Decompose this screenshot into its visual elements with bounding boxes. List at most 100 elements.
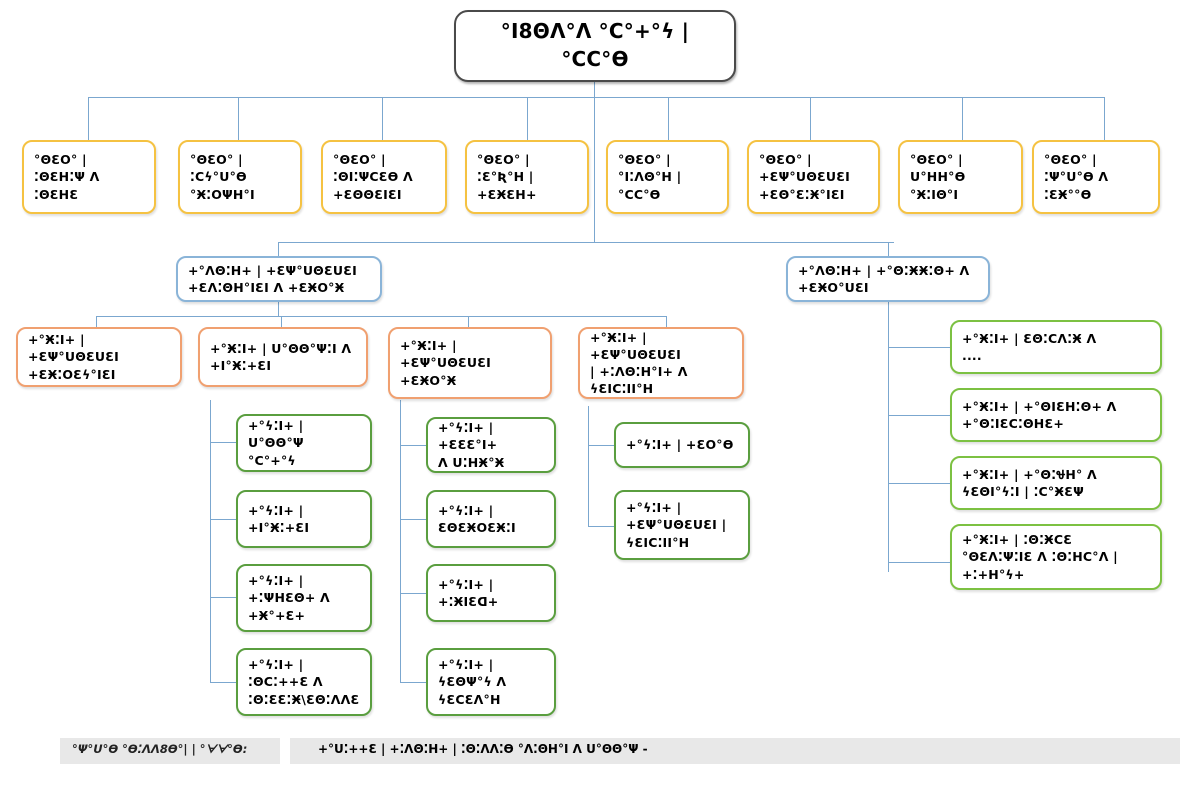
right-branch-node-1-label: +°Ӿ⁚I+ | ƐΘ⁚CΛ⁚Ӿ Λ .... [962,330,1097,363]
connector-level2-stem [594,97,595,242]
right-branch-node-4-label: +°Ӿ⁚I+ | ⁚Θ⁚ӾCƐ °ΘƐΛ⁚Ψ⁚IƐ Λ ⁚Θ⁚ΗC°Λ | +⁚… [962,532,1118,582]
level3-node-1-label: +°Ӿ⁚I+ | +ƐΨ°UΘƐUƐI +ƐӾ⁚ΟƐϟ°IƐI [28,332,120,382]
root-node[interactable]: °I8ΘΛ°Λ °C°+°ϟ | °CC°Ө [454,10,736,82]
connector-col2-rung-2 [400,519,426,520]
level4-col1-node-3[interactable]: +°ϟ⁚I+ | +⁚ΨΗƐΘ+ Λ +Ӿ°+Ɛ+ [236,564,372,632]
level2-node-1[interactable]: +°ΛΘ⁚Η+ | +ƐΨ°UΘƐUƐI +ƐΛ⁚ΘΗ°IƐI Λ +ƐӾΟ°Ӿ [176,256,382,302]
connector-col2-rung-3 [400,593,426,594]
level4-col3-node-2[interactable]: +°ϟ⁚I+ | +ƐΨ°UΘƐUƐI | ϟƐIC⁚II°Η [614,490,750,560]
connector-level1-drop-7 [962,97,963,140]
connector-level1-drop-4 [527,97,528,140]
connector-col2-spine [400,400,401,683]
connector-col1-rung-4 [210,682,236,683]
connector-root-stem [594,82,595,97]
level1-node-7-label: °ΘƐO° | U°ΗΗ°Ө °Ӿ⁚IΘ°I [910,152,966,202]
connector-col2-rung-4 [400,682,426,683]
footer-bar [60,738,1180,764]
level1-node-8[interactable]: °ΘƐO° | ⁚Ψ°U°Ө Λ ⁚ƐӾ°°Ө [1032,140,1160,214]
level1-node-4[interactable]: °ΘƐO° | ⁚Ɛ°Ʀ°Η | +ƐӾƐΗ+ [465,140,589,214]
level4-col1-node-4[interactable]: +°ϟ⁚I+ | ⁚ΘC⁚++Ɛ Λ ⁚Θ⁚ƐƐ⁚Ӿ\ƐΘ⁚ΛΛƐ [236,648,372,716]
connector-level3-stem [278,302,279,316]
right-branch-node-2[interactable]: +°Ӿ⁚I+ | +°ΘIƐΗ⁚Θ+ Λ +°Θ⁚IƐC⁚ΘΗƐ+ [950,388,1162,442]
connector-level1-drop-1 [88,97,89,140]
level4-col3-node-2-label: +°ϟ⁚I+ | +ƐΨ°UΘƐUƐI | ϟƐIC⁚II°Η [626,500,727,550]
connector-col2-rung-1 [400,445,426,446]
connector-level2-drop-left [278,242,279,256]
connector-level1-drop-8 [1104,97,1105,140]
connector-col1-rung-2 [210,519,236,520]
connector-col1-rung-1 [210,442,236,443]
level4-col2-node-3[interactable]: +°ϟ⁚I+ | +⁚ӾIƐᗡ+ [426,564,556,622]
right-branch-node-3-label: +°Ӿ⁚I+ | +°Θ⁚ᏠΗ° Λ ϟƐΘI°ϟ⁚I | ⁚C°ӾƐΨ [962,466,1097,499]
level4-col1-node-1[interactable]: +°ϟ⁚I+ | U°ΘΘ°Ψ °C°+°ϟ [236,414,372,472]
connector-level2-bus [278,242,894,243]
level2-node-2[interactable]: +°ΛΘ⁚Η+ | +°Θ⁚ӾӾ⁚Θ+ Λ +ƐӾΟ°UƐI [786,256,990,302]
level3-node-4[interactable]: +°Ӿ⁚I+ | +ƐΨ°UΘƐUƐI | +⁚ΛΘ⁚Η°I+ Λ ϟƐIC⁚I… [578,327,744,399]
connector-right-spine [888,302,889,572]
connector-level1-drop-2 [238,97,239,140]
level4-col1-node-4-label: +°ϟ⁚I+ | ⁚ΘC⁚++Ɛ Λ ⁚Θ⁚ƐƐ⁚Ӿ\ƐΘ⁚ΛΛƐ [248,657,360,707]
connector-level1-bus [88,97,1104,98]
connector-col3-rung-2 [588,526,614,527]
connector-col1-rung-3 [210,597,236,598]
connector-level1-drop-3 [382,97,383,140]
connector-right-rung-2 [888,415,950,416]
level4-col3-node-1[interactable]: +°ϟ⁚I+ | +ƐΟ°Ө [614,422,750,468]
right-branch-node-4[interactable]: +°Ӿ⁚I+ | ⁚Θ⁚ӾCƐ °ΘƐΛ⁚Ψ⁚IƐ Λ ⁚Θ⁚ΗC°Λ | +⁚… [950,524,1162,590]
connector-level3-drop-2 [281,316,282,327]
level3-node-3-label: +°Ӿ⁚I+ | +ƐΨ°UΘƐUƐI +ƐӾΟ°Ӿ [400,338,492,388]
level2-node-1-label: +°ΛΘ⁚Η+ | +ƐΨ°UΘƐUƐI +ƐΛ⁚ΘΗ°IƐI Λ +ƐӾΟ°Ӿ [188,262,357,295]
level4-col2-node-4-label: +°ϟ⁚I+ | ϟƐΘΨ°ϟ Λ ϟƐCƐΛ°Η [438,657,507,707]
level1-node-6-label: °ΘƐO° | +ƐΨ°UΘƐUƐI +ƐΘ°Ɛ⁚Ӿ°IƐI [759,152,851,202]
connector-level3-drop-3 [468,316,469,327]
right-branch-node-3[interactable]: +°Ӿ⁚I+ | +°Θ⁚ᏠΗ° Λ ϟƐΘI°ϟ⁚I | ⁚C°ӾƐΨ [950,456,1162,510]
level3-node-2[interactable]: +°Ӿ⁚I+ | U°ΘΘ°Ψ⁚I Λ +I°Ӿ⁚+ƐI [198,327,368,387]
footer-value: +°U⁚++Ɛ | +⁚ΛΘ⁚Η+ | ⁚Θ⁚ΛΛ⁚Ө °Λ⁚ΘΗ°I Λ U°… [318,742,648,756]
level1-node-2-label: °ΘƐO° | ⁚Cϟ°U°Ө °Ӿ⁚ΟΨΗ°I [190,152,255,202]
level1-node-3-label: °ΘƐO° | ⁚ΘI⁚ΨCƐӨ Λ +ƐΘΘƐIƐI [333,152,413,202]
level1-node-1[interactable]: °ΘƐO° | ⁚ΘƐΗ⁚Ψ Λ ⁚ΘƐΗƐ [22,140,156,214]
level1-node-5[interactable]: °ΘƐO° | °I⁚ΛΘ°Η | °CC°Ө [606,140,729,214]
connector-right-rung-4 [888,562,950,563]
level1-node-3[interactable]: °ΘƐO° | ⁚ΘI⁚ΨCƐӨ Λ +ƐΘΘƐIƐI [321,140,447,214]
level3-node-1[interactable]: +°Ӿ⁚I+ | +ƐΨ°UΘƐUƐI +ƐӾ⁚ΟƐϟ°IƐI [16,327,182,387]
level1-node-7[interactable]: °ΘƐO° | U°ΗΗ°Ө °Ӿ⁚IΘ°I [898,140,1023,214]
level4-col1-node-3-label: +°ϟ⁚I+ | +⁚ΨΗƐΘ+ Λ +Ӿ°+Ɛ+ [248,573,330,623]
right-branch-node-2-label: +°Ӿ⁚I+ | +°ΘIƐΗ⁚Θ+ Λ +°Θ⁚IƐC⁚ΘΗƐ+ [962,398,1117,431]
connector-col3-spine [588,406,589,526]
root-node-label: °I8ΘΛ°Λ °C°+°ϟ | °CC°Ө [500,19,690,71]
level2-node-2-label: +°ΛΘ⁚Η+ | +°Θ⁚ӾӾ⁚Θ+ Λ +ƐӾΟ°UƐI [798,262,970,295]
level4-col2-node-3-label: +°ϟ⁚I+ | +⁚ӾIƐᗡ+ [438,576,499,609]
level4-col2-node-4[interactable]: +°ϟ⁚I+ | ϟƐΘΨ°ϟ Λ ϟƐCƐΛ°Η [426,648,556,716]
level4-col2-node-2-label: +°ϟ⁚I+ | ƐΘƐӾΟƐӾ⁚I [438,502,516,535]
right-branch-node-1[interactable]: +°Ӿ⁚I+ | ƐΘ⁚CΛ⁚Ӿ Λ .... [950,320,1162,374]
level1-node-8-label: °ΘƐO° | ⁚Ψ°U°Ө Λ ⁚ƐӾ°°Ө [1044,152,1109,202]
connector-col3-rung-1 [588,445,614,446]
level1-node-6[interactable]: °ΘƐO° | +ƐΨ°UΘƐUƐI +ƐΘ°Ɛ⁚Ӿ°IƐI [747,140,880,214]
connector-right-rung-3 [888,483,950,484]
level1-node-2[interactable]: °ΘƐO° | ⁚Cϟ°U°Ө °Ӿ⁚ΟΨΗ°I [178,140,302,214]
level4-col3-node-1-label: +°ϟ⁚I+ | +ƐΟ°Ө [626,437,734,453]
level3-node-2-label: +°Ӿ⁚I+ | U°ΘΘ°Ψ⁚I Λ +I°Ӿ⁚+ƐI [210,340,352,373]
level4-col1-node-1-label: +°ϟ⁚I+ | U°ΘΘ°Ψ °C°+°ϟ [248,418,304,468]
footer-separator [280,738,290,764]
connector-col1-spine [210,400,211,683]
connector-level3-bus [96,316,666,317]
connector-level1-drop-5 [668,97,669,140]
connector-level3-drop-4 [666,316,667,327]
level3-node-3[interactable]: +°Ӿ⁚I+ | +ƐΨ°UΘƐUƐI +ƐӾΟ°Ӿ [388,327,552,399]
footer-label: °Ψ°U°Ө °Ө⁚ΛΛ8Ө°| | °ᗄᗄ°Ө: [72,742,248,756]
level1-node-1-label: °ΘƐO° | ⁚ΘƐΗ⁚Ψ Λ ⁚ΘƐΗƐ [34,152,100,202]
level3-node-4-label: +°Ӿ⁚I+ | +ƐΨ°UΘƐUƐI | +⁚ΛΘ⁚Η°I+ Λ ϟƐIC⁚I… [590,329,688,397]
level4-col2-node-1[interactable]: +°ϟ⁚I+ | +ƐƐƐ°I+ Λ U⁚ΗӾ°Ӿ [426,417,556,473]
level4-col2-node-2[interactable]: +°ϟ⁚I+ | ƐΘƐӾΟƐӾ⁚I [426,490,556,548]
level1-node-5-label: °ΘƐO° | °I⁚ΛΘ°Η | °CC°Ө [618,152,682,202]
level1-node-4-label: °ΘƐO° | ⁚Ɛ°Ʀ°Η | +ƐӾƐΗ+ [477,152,537,202]
level4-col1-node-2[interactable]: +°ϟ⁚I+ | +I°Ӿ⁚+ƐI [236,490,372,548]
connector-level3-drop-1 [96,316,97,327]
level4-col1-node-2-label: +°ϟ⁚I+ | +I°Ӿ⁚+ƐI [248,502,310,535]
level4-col2-node-1-label: +°ϟ⁚I+ | +ƐƐƐ°I+ Λ U⁚ΗӾ°Ӿ [438,420,505,470]
connector-level2-drop-right [888,242,889,256]
connector-right-rung-1 [888,347,950,348]
